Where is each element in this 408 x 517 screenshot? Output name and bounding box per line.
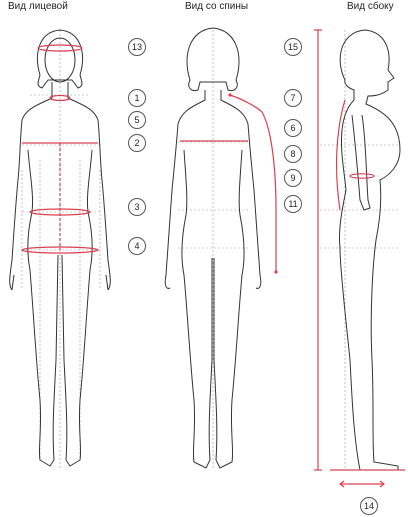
- side-figure: [314, 30, 405, 487]
- marker-1: 1: [128, 89, 146, 107]
- marker-2: 2: [128, 134, 146, 152]
- marker-14: 14: [360, 497, 378, 515]
- front-figure: [10, 30, 111, 470]
- marker-15: 15: [284, 38, 302, 56]
- marker-4: 4: [128, 237, 146, 255]
- marker-6: 6: [284, 119, 302, 137]
- marker-5: 5: [128, 111, 146, 129]
- marker-11: 11: [284, 195, 302, 213]
- marker-3: 3: [128, 198, 146, 216]
- marker-13: 13: [128, 38, 146, 56]
- marker-8: 8: [284, 145, 302, 163]
- marker-7: 7: [284, 89, 302, 107]
- marker-9: 9: [284, 169, 302, 187]
- back-figure: [165, 28, 277, 470]
